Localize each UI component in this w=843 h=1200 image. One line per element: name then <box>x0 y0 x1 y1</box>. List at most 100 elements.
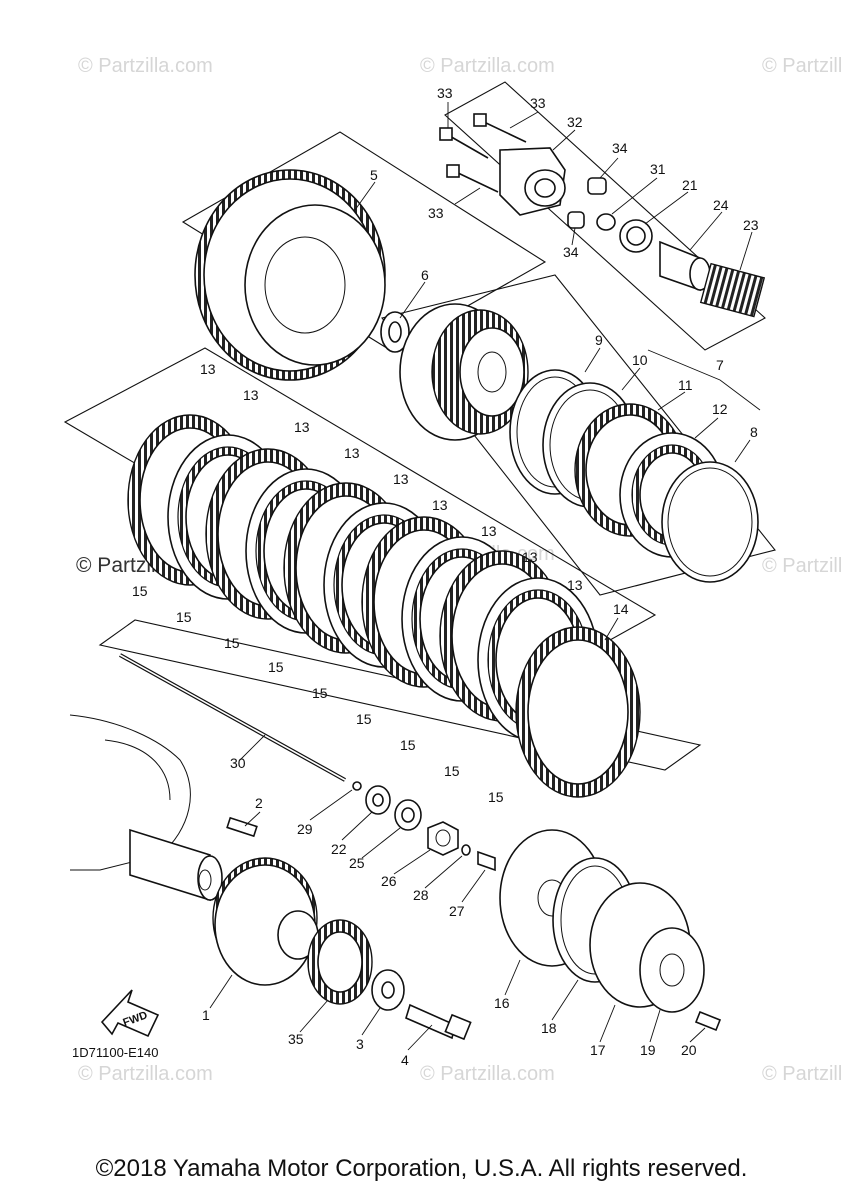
holder-19 <box>639 927 705 1013</box>
leader-6 <box>399 281 426 319</box>
leader-32 <box>552 129 576 151</box>
leader-5 <box>354 181 376 211</box>
seal-21-inner <box>626 226 646 246</box>
callout-8: 8 <box>750 424 758 440</box>
callout-17: 17 <box>590 1042 606 1058</box>
leader-4 <box>407 1024 433 1051</box>
leader-27 <box>461 869 486 903</box>
callout-15: 15 <box>224 635 240 651</box>
fwd-arrow-shape <box>100 989 160 1038</box>
push-rod-30-highlight <box>119 654 346 781</box>
circlip-8-inner <box>667 467 753 577</box>
leader-16 <box>504 959 521 996</box>
callout-15: 15 <box>132 583 148 599</box>
watermark: © Partzilla.com <box>762 55 843 77</box>
leader-17 <box>599 1004 616 1043</box>
housing-rim <box>244 204 386 366</box>
case-outline <box>69 714 191 871</box>
bolt-4-head <box>444 1013 472 1041</box>
starter-clutch <box>499 829 722 1032</box>
callout-3: 3 <box>356 1036 364 1052</box>
callout-33: 33 <box>437 85 453 101</box>
fwd-arrow: FWD <box>100 989 160 1038</box>
callout-15: 15 <box>444 763 460 779</box>
callout-13: 13 <box>200 361 216 377</box>
case-rib <box>104 739 171 801</box>
ball-29 <box>352 781 362 791</box>
leader-34 <box>599 157 619 179</box>
washer-22-inner <box>372 793 384 807</box>
callout-15: 15 <box>400 737 416 753</box>
callout-13: 13 <box>567 577 583 593</box>
callout-15: 15 <box>356 711 372 727</box>
bolt-33c <box>455 171 499 193</box>
callout-29: 29 <box>297 821 313 837</box>
main-shaft-bore <box>198 869 212 891</box>
callout-32: 32 <box>567 114 583 130</box>
sprocket-35-inner <box>317 931 363 993</box>
leader-14 <box>604 617 619 641</box>
leader-2 <box>244 811 261 827</box>
callout-14: 14 <box>613 601 629 617</box>
callout-1: 1 <box>202 1007 210 1023</box>
callout-34: 34 <box>612 140 628 156</box>
callout-6: 6 <box>421 267 429 283</box>
callout-10: 10 <box>632 352 648 368</box>
clutch-housing-5 <box>194 169 386 381</box>
bolt-head-33a <box>439 127 453 141</box>
washer-31 <box>596 213 616 231</box>
callout-15: 15 <box>312 685 328 701</box>
callout-35: 35 <box>288 1031 304 1047</box>
callouts: 33 33 32 34 31 21 24 23 33 34 5 6 9 10 7… <box>72 85 759 1068</box>
housing-inner <box>264 236 346 334</box>
leader-8 <box>734 439 751 463</box>
watermark: © Partzilla.com <box>762 555 843 577</box>
leader-22 <box>341 811 373 841</box>
needle-bearing-23 <box>699 262 766 318</box>
leader-30 <box>239 734 266 761</box>
bolt-head-33b <box>473 113 487 127</box>
spacer-3-inner <box>381 981 395 999</box>
thrust-washer-6-inner <box>388 321 402 343</box>
callout-16: 16 <box>494 995 510 1011</box>
callout-25: 25 <box>349 855 365 871</box>
callout-24: 24 <box>713 197 729 213</box>
diagram-code: 1D71100-E140 <box>72 1045 159 1060</box>
frame-boss-assembly <box>381 274 776 596</box>
callout-31: 31 <box>650 161 666 177</box>
watermark: © Partzilla.com <box>420 1063 555 1085</box>
watermark: © Partzilla.com <box>78 55 213 77</box>
watermark: © Partzilla.com <box>78 1063 213 1085</box>
callout-22: 22 <box>331 841 347 857</box>
leader-21 <box>644 191 689 225</box>
callout-13: 13 <box>481 523 497 539</box>
crankcase <box>69 714 223 902</box>
callout-13: 13 <box>393 471 409 487</box>
callout-18: 18 <box>541 1020 557 1036</box>
leader-34 <box>571 227 576 246</box>
nut-26-bore <box>435 829 451 847</box>
dowel-34b <box>567 211 585 229</box>
leader-10 <box>621 367 641 391</box>
leader-29 <box>309 789 353 821</box>
callout-13: 13 <box>344 445 360 461</box>
bearing-25-inner <box>401 807 415 823</box>
leader-18 <box>551 979 579 1021</box>
leader-28 <box>424 855 463 889</box>
leader-33 <box>509 111 539 129</box>
callout-28: 28 <box>413 887 429 903</box>
callout-33: 33 <box>428 205 444 221</box>
callout-2: 2 <box>255 795 263 811</box>
callout-15: 15 <box>268 659 284 675</box>
main-shaft-end <box>197 855 223 901</box>
callout-13: 13 <box>294 419 310 435</box>
callout-12: 12 <box>712 401 728 417</box>
push-rod-assembly <box>119 653 362 791</box>
callout-27: 27 <box>449 903 465 919</box>
callout-5: 5 <box>370 167 378 183</box>
leader-31 <box>611 177 658 215</box>
leader-lines <box>209 102 761 1051</box>
callout-13: 13 <box>243 387 259 403</box>
callout-23: 23 <box>743 217 759 233</box>
leader-9 <box>584 347 601 373</box>
